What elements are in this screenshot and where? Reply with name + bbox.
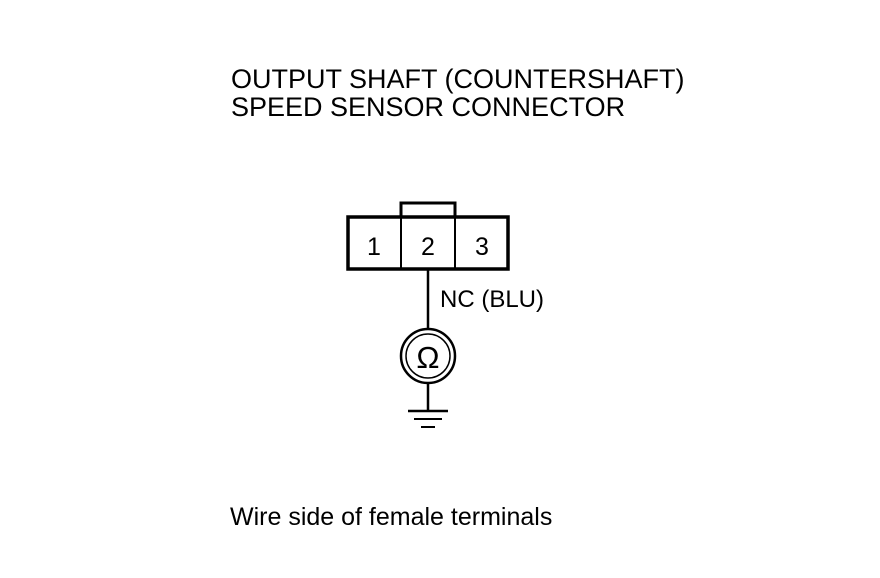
connector: 1 2 3 bbox=[346, 201, 510, 271]
title-line-2: SPEED SENSOR CONNECTOR bbox=[231, 92, 625, 122]
connector-lock-tab bbox=[399, 201, 457, 219]
ohmmeter-inner-ring bbox=[405, 333, 451, 379]
title-line-1: OUTPUT SHAFT (COUNTERSHAFT) bbox=[231, 64, 685, 94]
caption: Wire side of female terminals bbox=[230, 503, 552, 531]
wire-label: NC (BLU) bbox=[440, 286, 544, 313]
ground-icon bbox=[408, 409, 448, 428]
pin-1-label: 1 bbox=[367, 233, 381, 261]
pin-3-label: 3 bbox=[475, 233, 489, 261]
ohm-symbol: Ω bbox=[416, 340, 439, 375]
ohmmeter-icon: Ω bbox=[399, 327, 457, 385]
pin-2-label: 2 bbox=[421, 233, 435, 261]
